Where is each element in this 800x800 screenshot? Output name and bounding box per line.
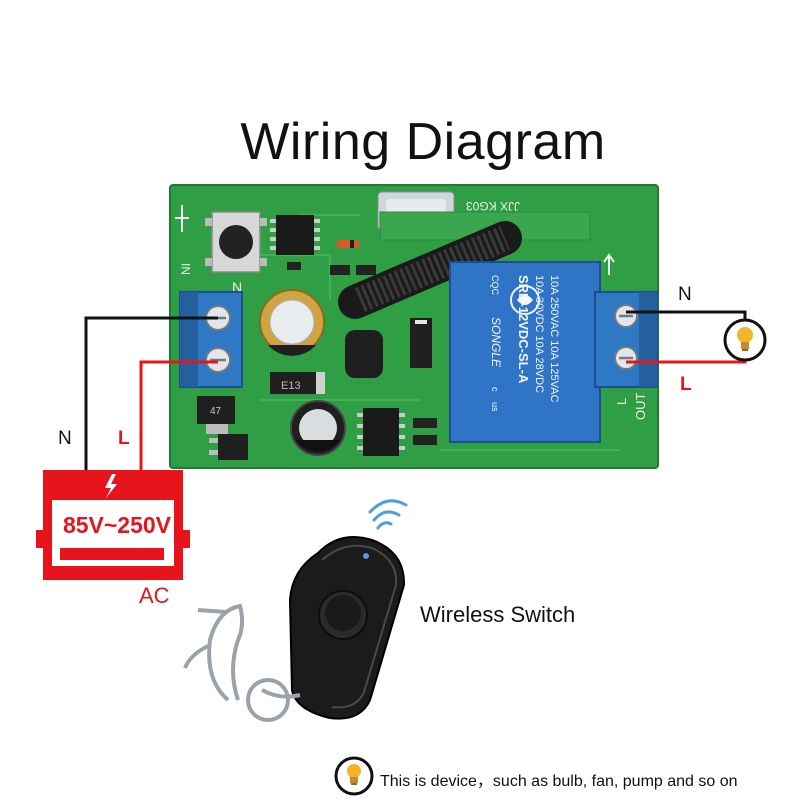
legend-device-icon [334,756,374,796]
ic-chip-bottom [363,408,399,456]
label-input-neutral: N [58,428,72,449]
smd-diode [270,372,325,394]
silk-l: L [614,398,629,405]
device-lightbulb [723,318,767,362]
lightbulb-icon [737,327,753,351]
battery-bar [60,548,164,560]
relay-mark-c: c [490,387,500,392]
ic-chip [276,215,314,255]
input-terminal-block [179,291,243,388]
rectifier [410,318,432,368]
silk-top: JJX KG03 [466,199,520,213]
wire-input-neutral [84,316,218,470]
label-input-live: L [118,428,130,449]
output-terminal-block [594,291,658,388]
silk-out: OUT [633,393,648,421]
lightbulb-icon [347,764,361,785]
keyring [183,603,301,722]
wireless-signal-icon [368,499,408,530]
page-title: Wiring Diagram [240,113,606,171]
voltage-regulator [197,396,235,424]
silk-terminal-n: N [232,279,242,295]
lightning-icon [105,474,117,498]
songle-logo-icon [510,285,540,315]
voltage-range: 85V~250V [62,512,172,538]
legend-text: This is device，such as bulb, fan, pump a… [380,773,738,790]
diode [337,240,359,248]
relay-mark-cqc: CQC [490,275,500,296]
relay-rating-2: 10A 30VDC 10A 28VDC [533,275,545,393]
relay-rating-1: 10A 250VAC 10A 125VAC [548,275,560,402]
relay-model: SRD-12VDC-SL-A [516,275,531,384]
relay: 10A 250VAC 10A 125VAC 10A 30VDC 10A 28VD… [449,261,601,443]
wire-input-live [139,360,218,470]
antenna-coil [338,221,522,319]
pairing-button-cap [219,225,253,259]
label-ac: AC [139,583,170,608]
ac-power-source [36,470,190,580]
inductor [345,330,383,378]
label-output-neutral: N [678,284,692,305]
label-output-live: L [680,374,692,395]
remote-caption: Wireless Switch [420,602,576,627]
relay-mark-us: us [490,402,500,412]
component-mark-e13: E13 [281,380,301,392]
remote-control [183,499,408,722]
relay-brand: SONGLE [489,317,503,368]
component-mark-47: 47 [210,406,222,417]
silk-left: NI [179,263,193,275]
